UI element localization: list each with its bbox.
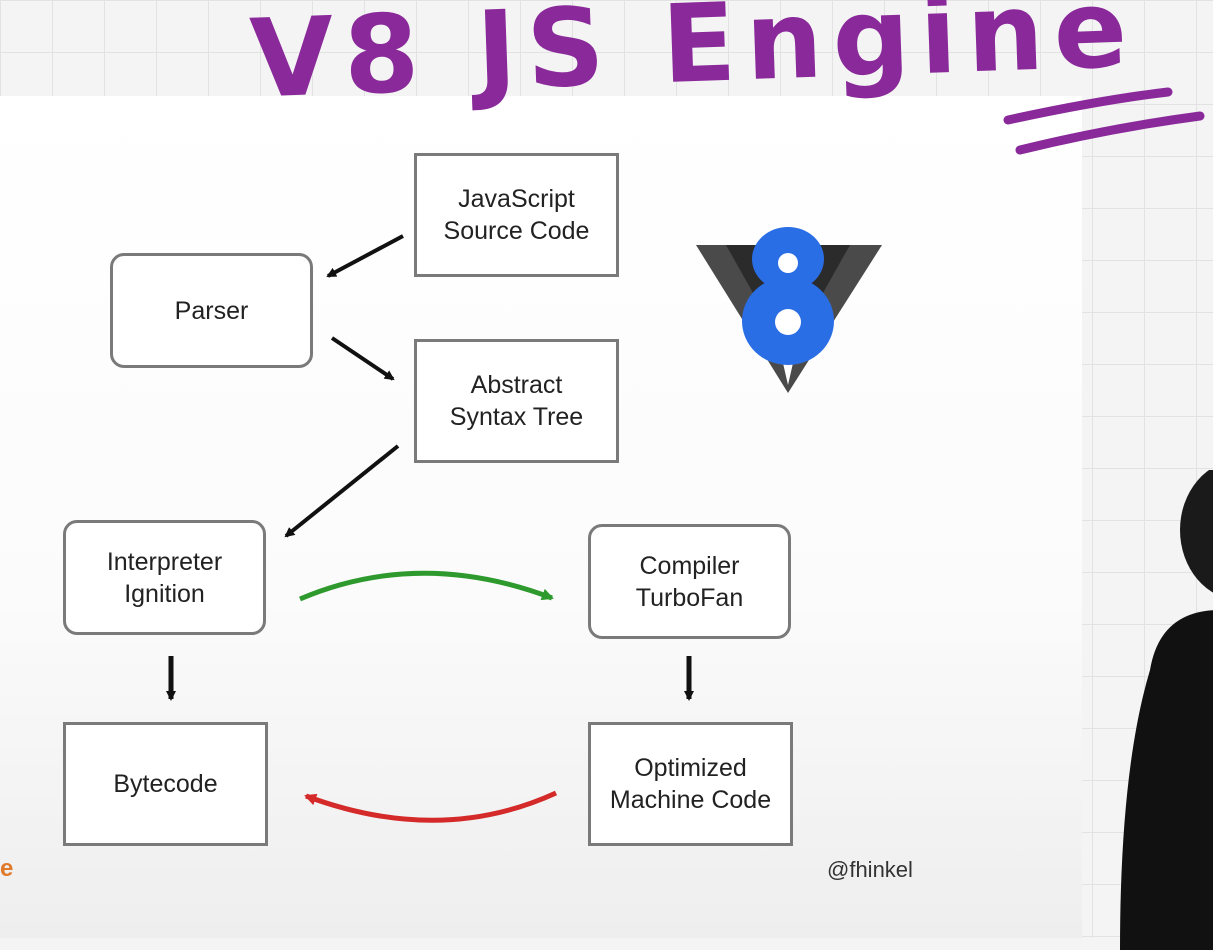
presenter-silhouette — [1120, 470, 1213, 950]
arrow-deoptimize — [304, 790, 558, 823]
node-parser: Parser — [110, 253, 313, 368]
node-abstract-syntax-tree: Abstract Syntax Tree — [414, 339, 619, 463]
v8-logo-icon — [696, 227, 882, 393]
arrow-ast-to-interpreter — [284, 444, 400, 538]
node-source-code: JavaScript Source Code — [414, 153, 619, 277]
arrow-optimize — [299, 570, 554, 602]
arrow-parser-to-ast — [330, 336, 395, 381]
slide-fragment-text: e — [0, 855, 14, 882]
title-underline — [1003, 87, 1205, 155]
slide: JavaScript Source Code Parser Abstract S… — [0, 96, 1082, 938]
arrow-source-to-parser — [326, 234, 404, 278]
node-bytecode: Bytecode — [63, 722, 268, 846]
author-credit: @fhinkel — [827, 857, 913, 882]
node-optimized-machine-code: Optimized Machine Code — [588, 722, 793, 846]
node-interpreter: Interpreter Ignition — [63, 520, 266, 635]
node-compiler: Compiler TurboFan — [588, 524, 791, 639]
